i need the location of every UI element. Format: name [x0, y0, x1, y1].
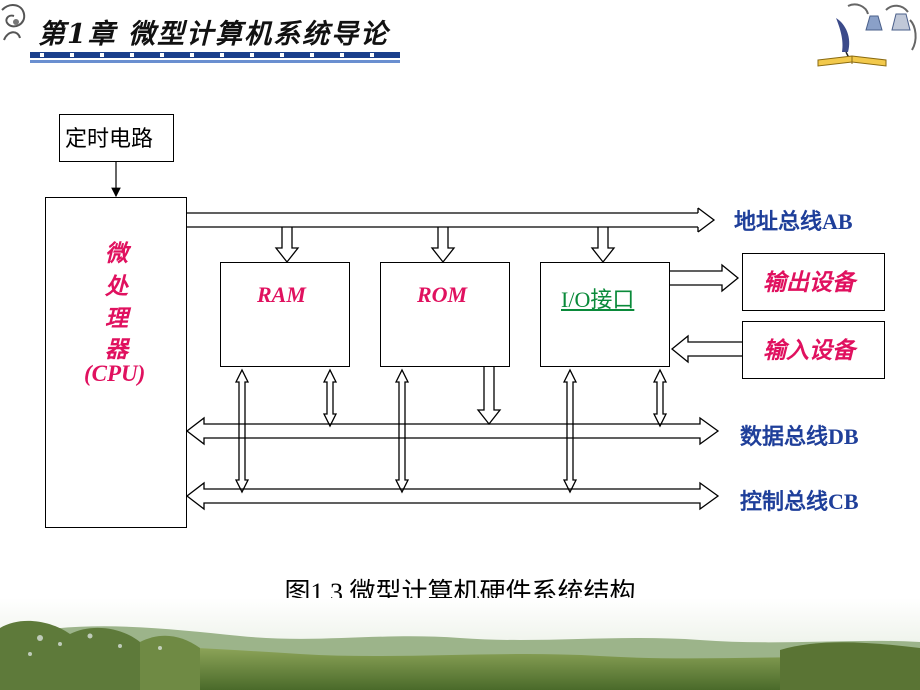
landscape-footer: [0, 598, 920, 690]
output-device-label: 输出设备: [763, 270, 855, 295]
control-bus-label: 控制总线CB: [740, 489, 859, 514]
cpu-label-char: 微: [105, 241, 128, 266]
output-device-box: [742, 253, 885, 311]
ram-box: [220, 262, 350, 367]
timer-circuit-box: [59, 114, 174, 162]
ram-control-arrow: [234, 368, 250, 494]
control-bus-arrow: [185, 481, 720, 511]
io-control-arrow: [562, 368, 578, 494]
rom-data-arrow: [476, 367, 502, 426]
rom-control-arrow: [394, 368, 410, 494]
input-to-io-arrow: [670, 334, 742, 364]
io-interface-label: I/O接口: [561, 287, 635, 312]
address-bus-arrow: [187, 207, 716, 233]
address-to-ram-arrow: [274, 227, 300, 264]
header-bar: [1, 3, 917, 67]
data-bus-label: 数据总线DB: [740, 424, 859, 449]
cpu-label-char: 理: [105, 306, 128, 331]
open-book-icon: [817, 55, 887, 67]
io-data-arrow: [652, 368, 668, 428]
input-device-box: [742, 321, 885, 379]
ornament-corner-icon: [1, 4, 26, 41]
data-bus-arrow: [185, 416, 720, 446]
ram-data-arrow: [322, 368, 338, 428]
address-bus-label: 地址总线AB: [734, 209, 853, 234]
io-to-output-arrow: [670, 263, 740, 293]
cpu-label-char: 器: [105, 337, 128, 362]
cpu-label-char: (CPU): [84, 361, 146, 386]
address-to-io-arrow: [590, 227, 616, 264]
io-interface-box: [540, 262, 670, 367]
cpu-box: [45, 197, 187, 528]
ram-label: RAM: [257, 282, 306, 307]
address-to-rom-arrow: [430, 227, 456, 264]
bell-ornament-icon: [847, 3, 917, 51]
chapter-title: 第1章 微型计算机系统导论: [38, 19, 390, 50]
rom-label: ROM: [417, 282, 468, 307]
input-device-label: 输入设备: [763, 338, 855, 363]
timer-circuit-label: 定时电路: [65, 126, 154, 151]
cpu-label-char: 处: [105, 274, 128, 299]
rom-box: [380, 262, 510, 367]
